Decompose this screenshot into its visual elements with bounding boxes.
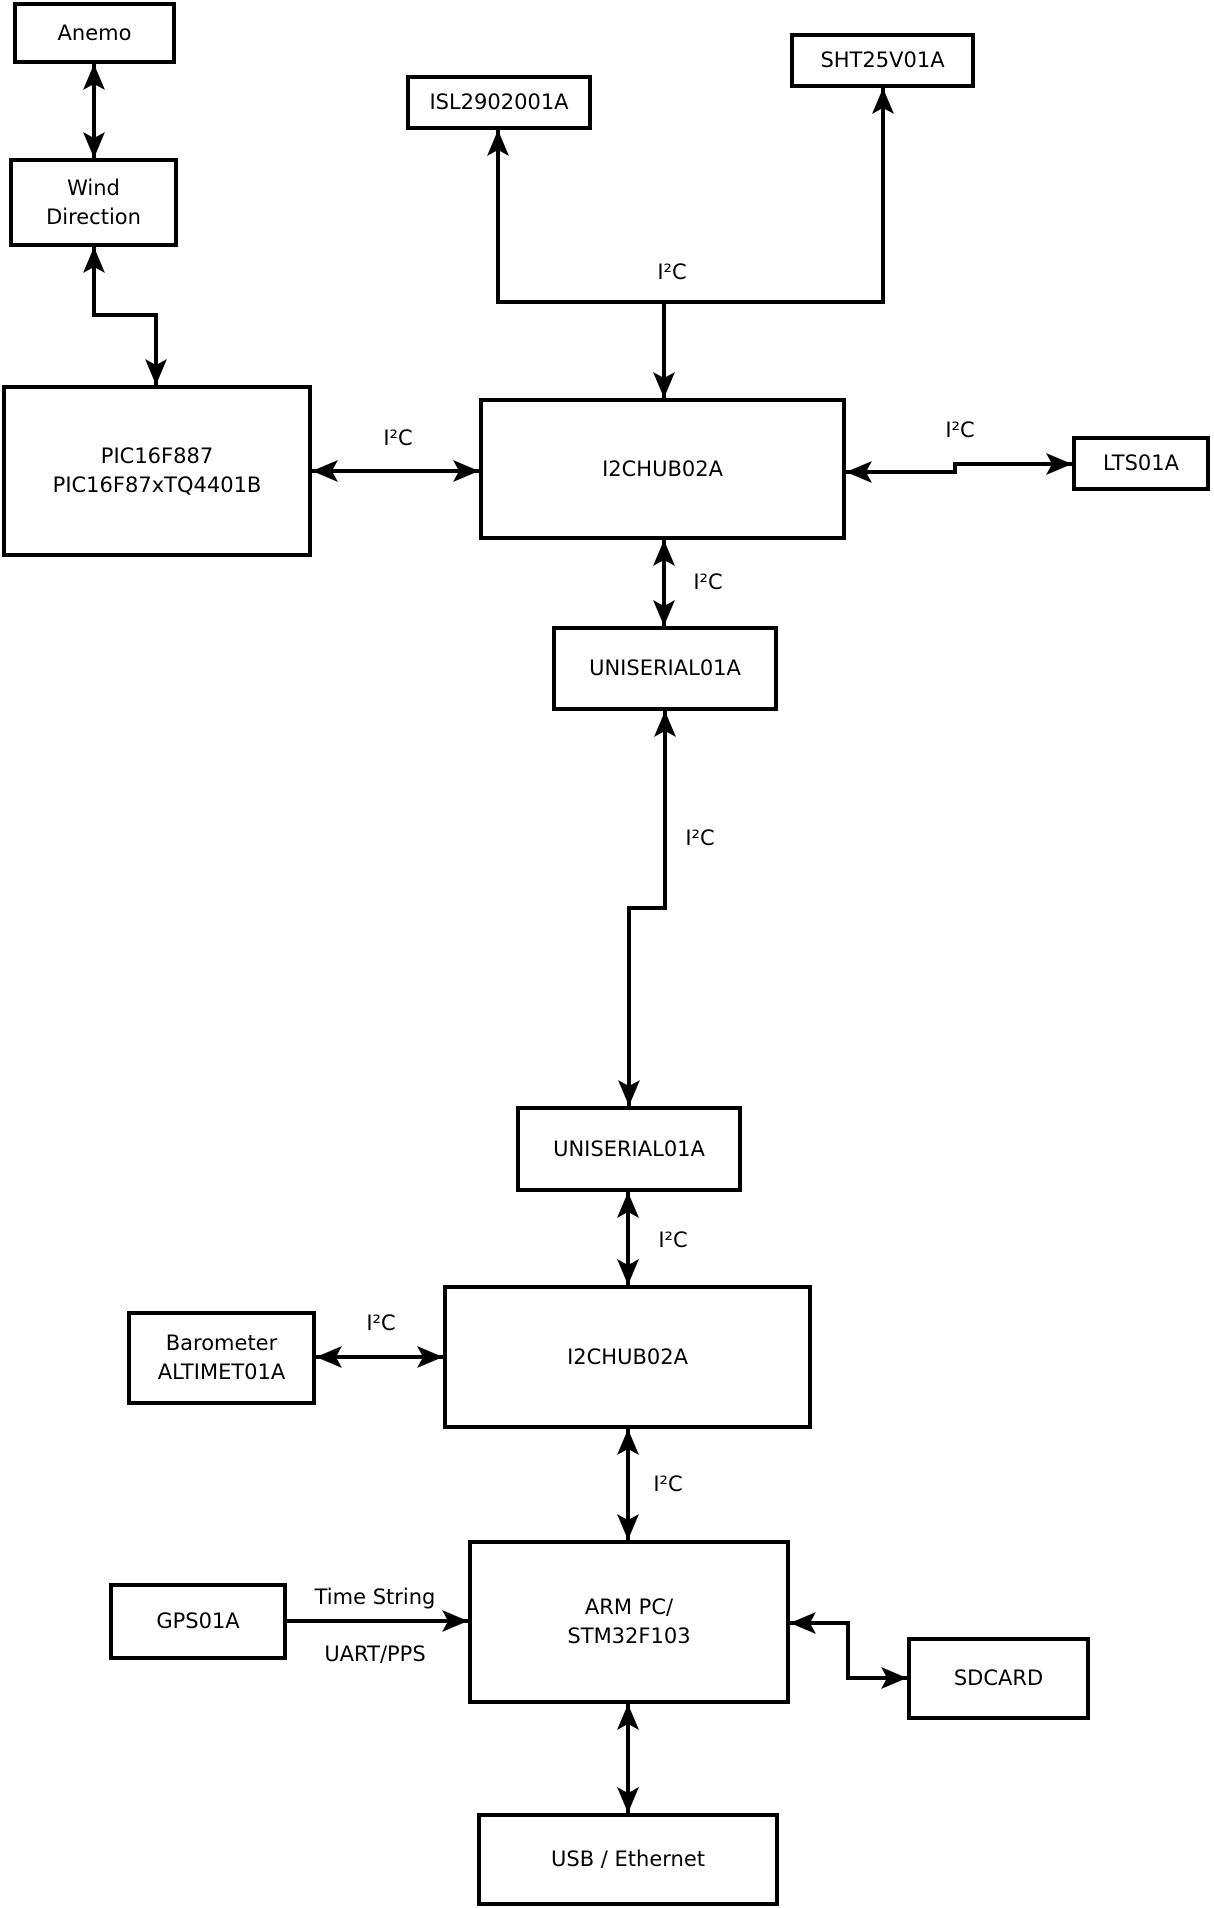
node-label: UNISERIAL01A	[553, 1136, 705, 1161]
node-label: I2CHUB02A	[567, 1344, 688, 1369]
edge-arm-sdcard	[790, 1612, 907, 1689]
node-label-line2: PIC16F87xTQ4401B	[52, 473, 262, 497]
node-label: I2CHUB02A	[602, 456, 723, 481]
node-pic16f887: PIC16F887 PIC16F87xTQ4401B	[2, 385, 312, 557]
node-label: UNISERIAL01A	[589, 656, 741, 680]
node-label: USB / Ethernet	[551, 1847, 705, 1871]
node-i2chub02a-upper: I2CHUB02A	[479, 398, 846, 540]
node-usb-ethernet: USB / Ethernet	[477, 1813, 779, 1906]
edge-isl-sht-bus	[487, 88, 894, 304]
node-anemometer: Anemo	[13, 2, 176, 64]
node-label-line1: PIC16F887	[100, 444, 214, 468]
node-label-line2: ALTIMET01A	[157, 1360, 286, 1384]
node-label: ISL2902001A	[429, 90, 569, 114]
edge-label-i2c-hub1-lts: I²C	[945, 418, 975, 442]
node-gps01a: GPS01A	[109, 1583, 287, 1660]
node-sdcard: SDCARD	[907, 1637, 1090, 1720]
node-barometer-altimet01a: Barometer ALTIMET01A	[127, 1311, 316, 1405]
edge-hub1-lts	[846, 453, 1072, 483]
edge-label-i2c-top-bus: I²C	[657, 260, 687, 284]
edge-label-i2c-hub1-uni1: I²C	[693, 570, 723, 594]
node-label-line1: Wind	[67, 175, 120, 200]
edge-wind-pic	[83, 247, 167, 385]
node-wind-direction: Wind Direction	[9, 158, 178, 247]
node-i2chub02a-lower: I2CHUB02A	[443, 1285, 812, 1429]
node-uniserial01a-upper: UNISERIAL01A	[552, 626, 778, 711]
node-label: Anemo	[57, 20, 132, 45]
node-isl2902001a: ISL2902001A	[406, 75, 592, 130]
node-lts01a: LTS01A	[1072, 436, 1210, 491]
edge-label-uart-pps: UART/PPS	[324, 1642, 426, 1666]
node-label-line1: ARM PC/	[584, 1595, 674, 1619]
edge-label-i2c-baro-hub2: I²C	[366, 1311, 396, 1335]
node-label-line2: STM32F103	[567, 1624, 691, 1648]
node-label: SDCARD	[953, 1666, 1044, 1690]
edge-label-i2c-uni2-hub2: I²C	[658, 1228, 688, 1252]
edge-label-i2c-hub2-arm: I²C	[653, 1472, 683, 1496]
node-label: LTS01A	[1102, 451, 1180, 475]
edge-uni1-uni2	[618, 711, 676, 1106]
node-label-line1: Barometer	[165, 1331, 278, 1355]
edge-label-i2c-uni1-uni2: I²C	[685, 826, 715, 850]
node-sht25v01a: SHT25V01A	[790, 33, 975, 88]
edge-label-time-string: Time String	[314, 1585, 436, 1609]
node-label-line2: Direction	[46, 204, 141, 229]
node-label: SHT25V01A	[820, 48, 945, 72]
node-uniserial01a-lower: UNISERIAL01A	[516, 1106, 742, 1192]
node-label: GPS01A	[156, 1609, 240, 1633]
edge-label-i2c-pic-hub1: I²C	[383, 426, 413, 450]
node-arm-pc-stm32f103: ARM PC/ STM32F103	[468, 1540, 790, 1704]
